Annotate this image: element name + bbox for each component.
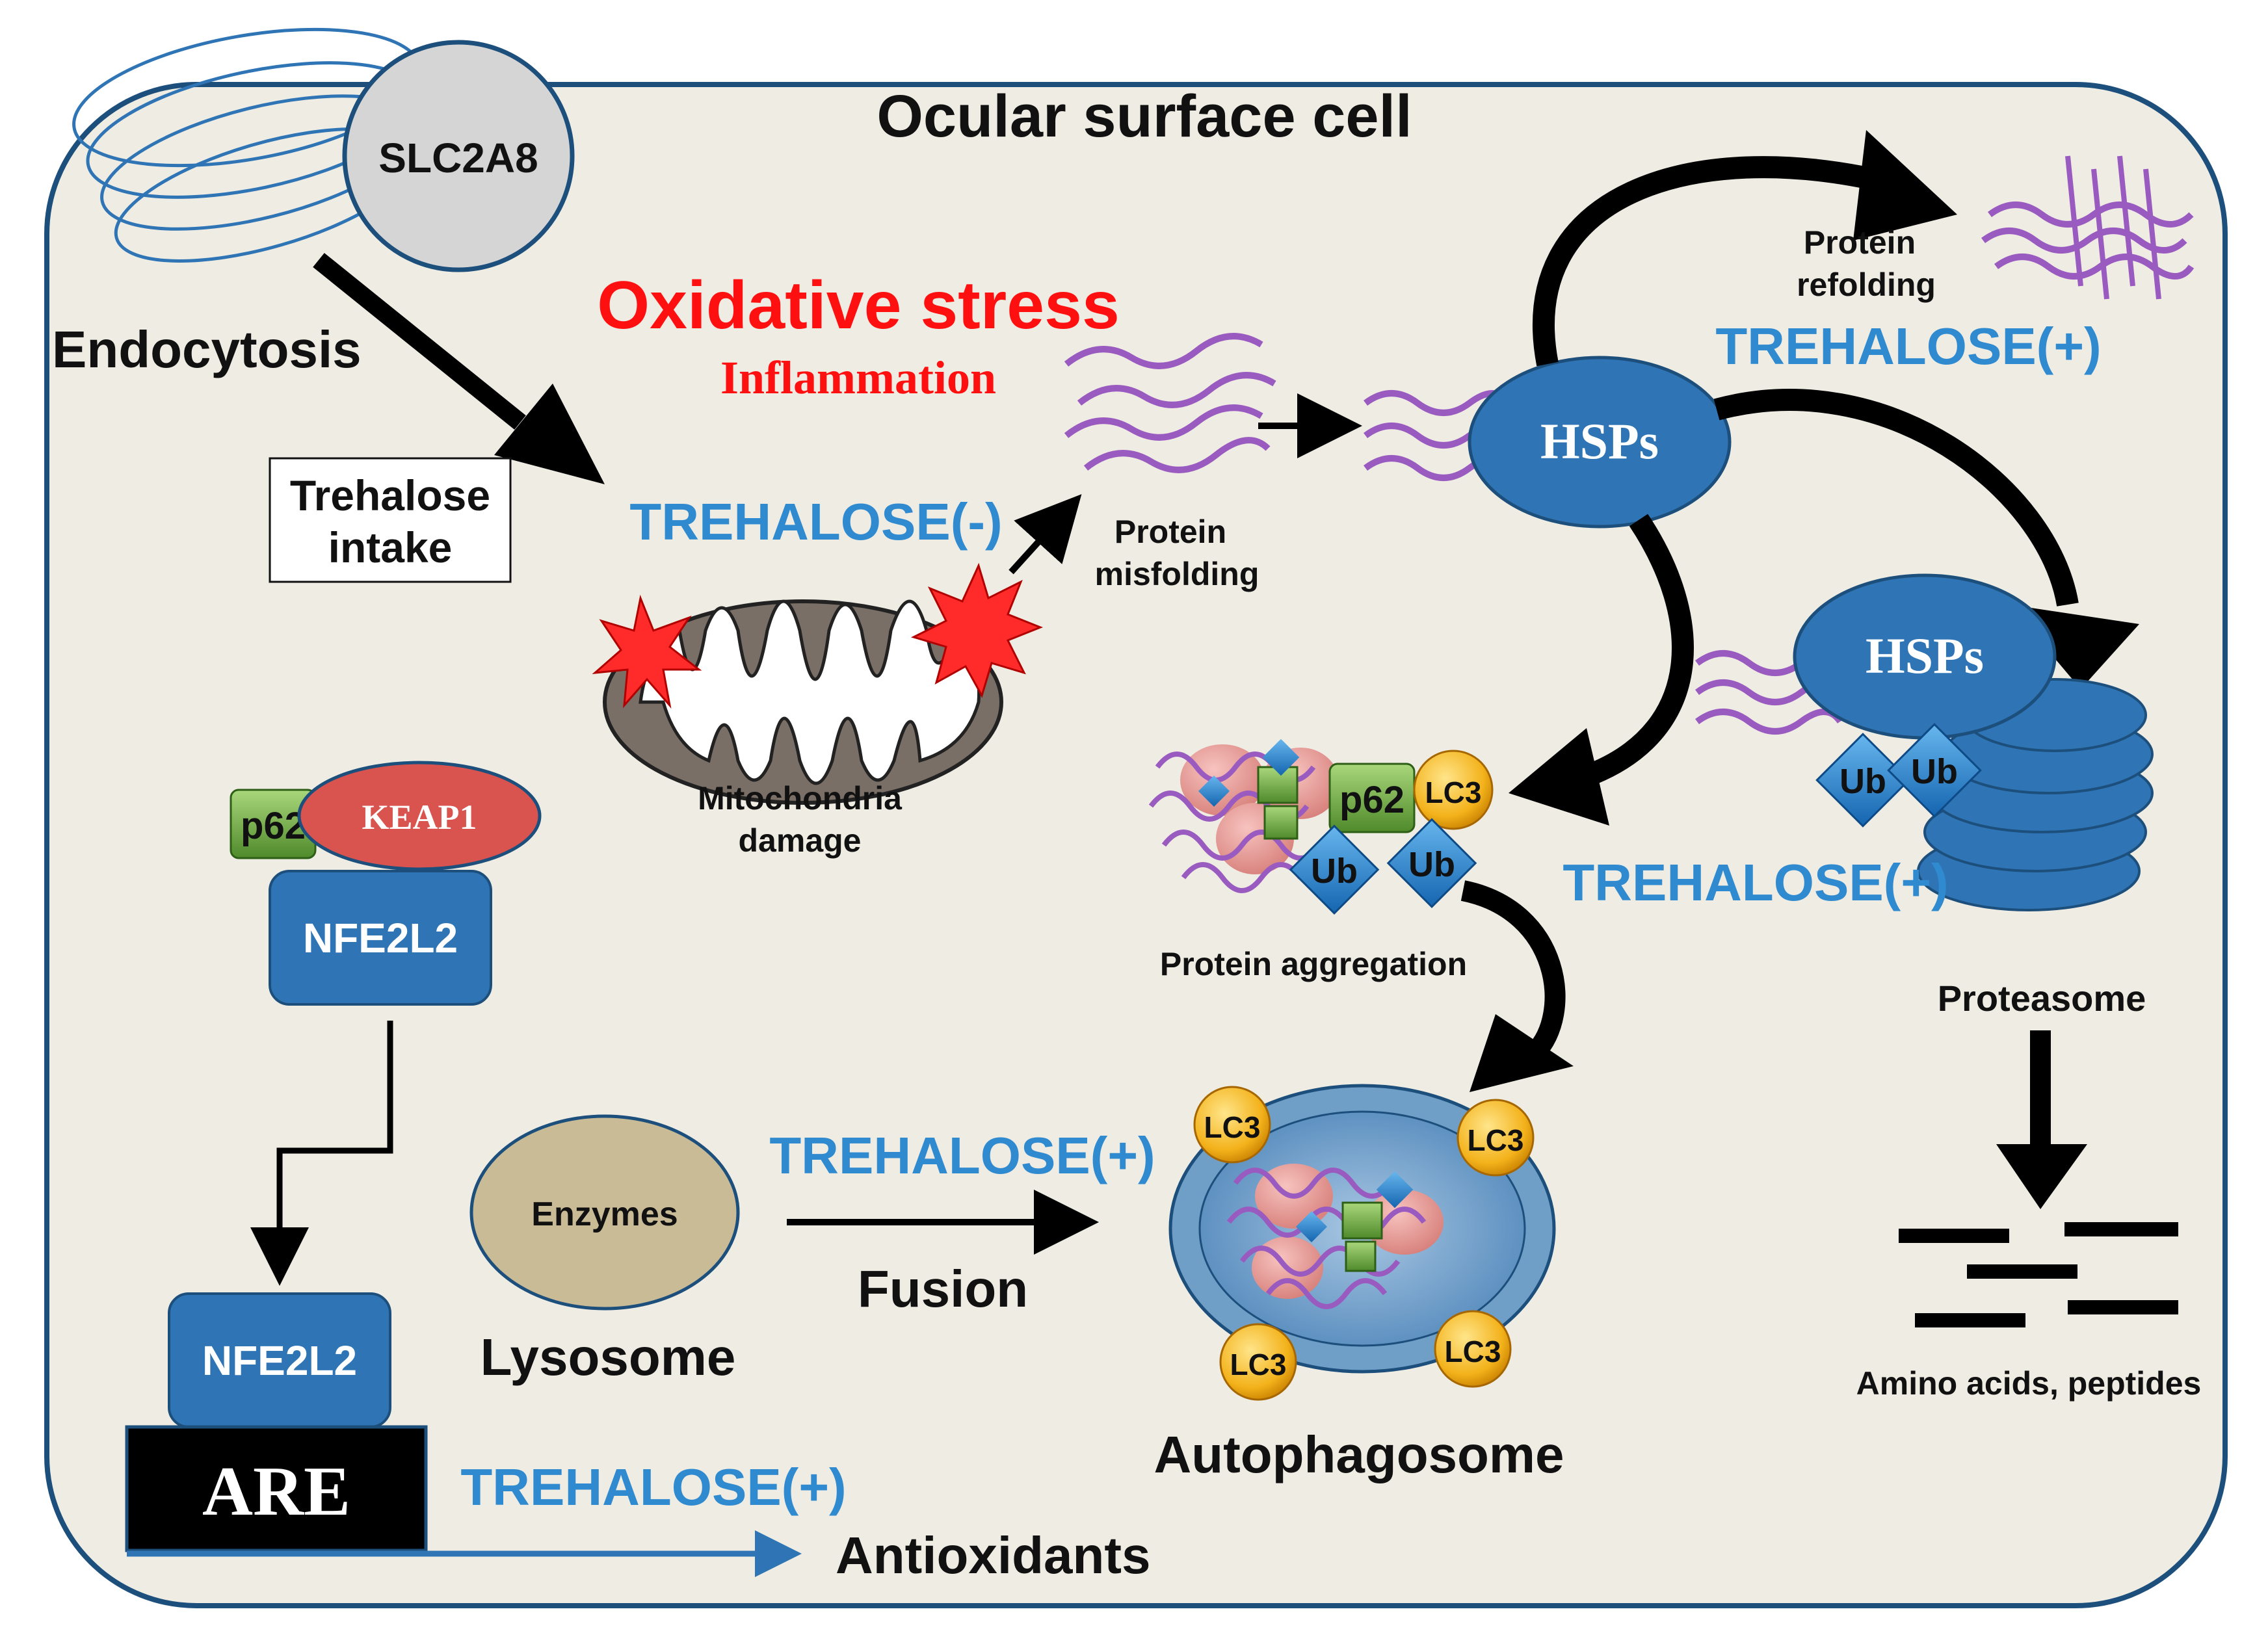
mitochondria-label-2: damage — [739, 822, 862, 859]
hsps-complex-upper — [1468, 356, 1732, 529]
trehalose-plus-refolding: TREHALOSE(+) — [1715, 317, 2101, 375]
nfe2l2-translocation-arrow — [250, 1021, 393, 1286]
ub-tag-proteasome-2: Ub — [1887, 723, 1982, 818]
keap1-label: KEAP1 — [362, 798, 477, 837]
svg-text:LC3: LC3 — [1230, 1348, 1287, 1381]
hsps-label-upper: HSPs — [1540, 413, 1659, 469]
trehalose-plus-proteasome: TREHALOSE(+) — [1563, 854, 1948, 911]
misfolded-protein — [1064, 333, 1276, 473]
trehalose-intake-line2: intake — [328, 523, 453, 571]
mitochondrion — [603, 599, 1003, 805]
cell-title: Ocular surface cell — [877, 83, 1412, 150]
enzymes-label: Enzymes — [531, 1195, 678, 1233]
proteasome-output-arrowhead — [1996, 1144, 2087, 1209]
damage-burst-right — [910, 562, 1044, 698]
lc3-autophagosome-3: LC3 — [1219, 1323, 1297, 1401]
refolding-label-2: refolding — [1797, 267, 1936, 303]
trehalose-minus-label: TREHALOSE(-) — [629, 493, 1002, 551]
svg-text:LC3: LC3 — [1445, 1335, 1501, 1368]
endocytosis-label: Endocytosis — [52, 320, 362, 378]
proteasome-stack — [1917, 678, 2154, 911]
svg-text:Ub: Ub — [1839, 762, 1886, 801]
svg-text:Ub: Ub — [1911, 752, 1958, 791]
aggregate-to-autophagosome-arrow — [1460, 880, 1566, 1061]
ub-tag-aggregate-2: Ub — [1386, 818, 1477, 909]
entry-arrow — [313, 253, 526, 430]
amino-acids-label: Amino acids, peptides — [1856, 1365, 2202, 1402]
fusion-label: Fusion — [858, 1260, 1028, 1318]
nfe2l2-label-bottom: NFE2L2 — [202, 1337, 357, 1384]
trehalose-plus-fusion: TREHALOSE(+) — [769, 1127, 1155, 1184]
p62-aggregate: p62 — [1328, 763, 1416, 833]
p62-keap1: p62 — [230, 789, 317, 859]
aggregation-label: Protein aggregation — [1160, 946, 1467, 982]
lc3-aggregate: LC3 — [1413, 750, 1494, 830]
trehalose-intake-line1: Trehalose — [290, 471, 490, 519]
inflammation-label: Inflammation — [720, 352, 996, 404]
slc2a8-transporter — [342, 40, 575, 272]
ub-tag-aggregate-1: Ub — [1289, 824, 1380, 915]
hsps-label-lower: HSPs — [1866, 627, 1984, 684]
svg-text:p62: p62 — [241, 805, 306, 847]
proteasome-output-shaft — [2030, 1030, 2051, 1151]
aggregation-arrow — [1589, 514, 1694, 784]
nfe2l2-cytoplasm — [269, 870, 492, 1006]
protein-aggregate — [1148, 738, 1339, 893]
svg-text:Ub: Ub — [1311, 852, 1358, 891]
damage-burst-left — [592, 594, 702, 709]
mitochondria-label-1: Mitochondria — [698, 780, 903, 816]
autophagosome-cargo — [1226, 1164, 1444, 1309]
oxidative-stress-label: Oxidative stress — [597, 268, 1120, 343]
are-label: ARE — [202, 1453, 350, 1530]
svg-text:Ub: Ub — [1408, 845, 1455, 884]
svg-text:p62: p62 — [1339, 779, 1404, 821]
misfolding-label-1: Protein — [1114, 514, 1226, 550]
lc3-autophagosome-4: LC3 — [1434, 1310, 1512, 1388]
trehalose-intake-box — [269, 457, 512, 583]
lysosome-label: Lysosome — [481, 1328, 736, 1386]
aggregation-arrowhead — [1509, 728, 1609, 826]
antioxidants-label: Antioxidants — [836, 1526, 1150, 1584]
lc3-autophagosome-1: LC3 — [1193, 1086, 1271, 1164]
nfe2l2-label-top: NFE2L2 — [303, 915, 458, 961]
peptide-fragments — [1899, 1222, 2178, 1327]
entry-arrowhead — [494, 384, 605, 484]
svg-text:LC3: LC3 — [1425, 776, 1482, 809]
lysosome — [469, 1114, 740, 1311]
mito-to-misfold-arrow — [1009, 494, 1082, 575]
svg-text:LC3: LC3 — [1204, 1110, 1261, 1144]
trehalose-plus-antioxidants: TREHALOSE(+) — [460, 1458, 846, 1516]
refolded-protein — [1981, 155, 2195, 300]
svg-text:LC3: LC3 — [1468, 1123, 1524, 1157]
refolding-label-1: Protein — [1804, 224, 1916, 261]
are-element — [125, 1425, 428, 1552]
lc3-autophagosome-2: LC3 — [1457, 1099, 1535, 1177]
aggregate-to-autophagosome-arrowhead — [1470, 1014, 1574, 1092]
refolding-arrowhead — [1853, 130, 1957, 241]
refolding-arrow — [1533, 156, 1888, 367]
ub-tag-proteasome-1: Ub — [1815, 733, 1910, 828]
autophagosome-label: Autophagosome — [1154, 1426, 1564, 1483]
keap1 — [297, 761, 542, 871]
proteasome-label: Proteasome — [1938, 978, 2146, 1019]
misfolding-label-2: misfolding — [1095, 556, 1259, 592]
proteasome-arrow — [1713, 389, 2079, 607]
slc2a8-label: SLC2A8 — [378, 135, 538, 181]
